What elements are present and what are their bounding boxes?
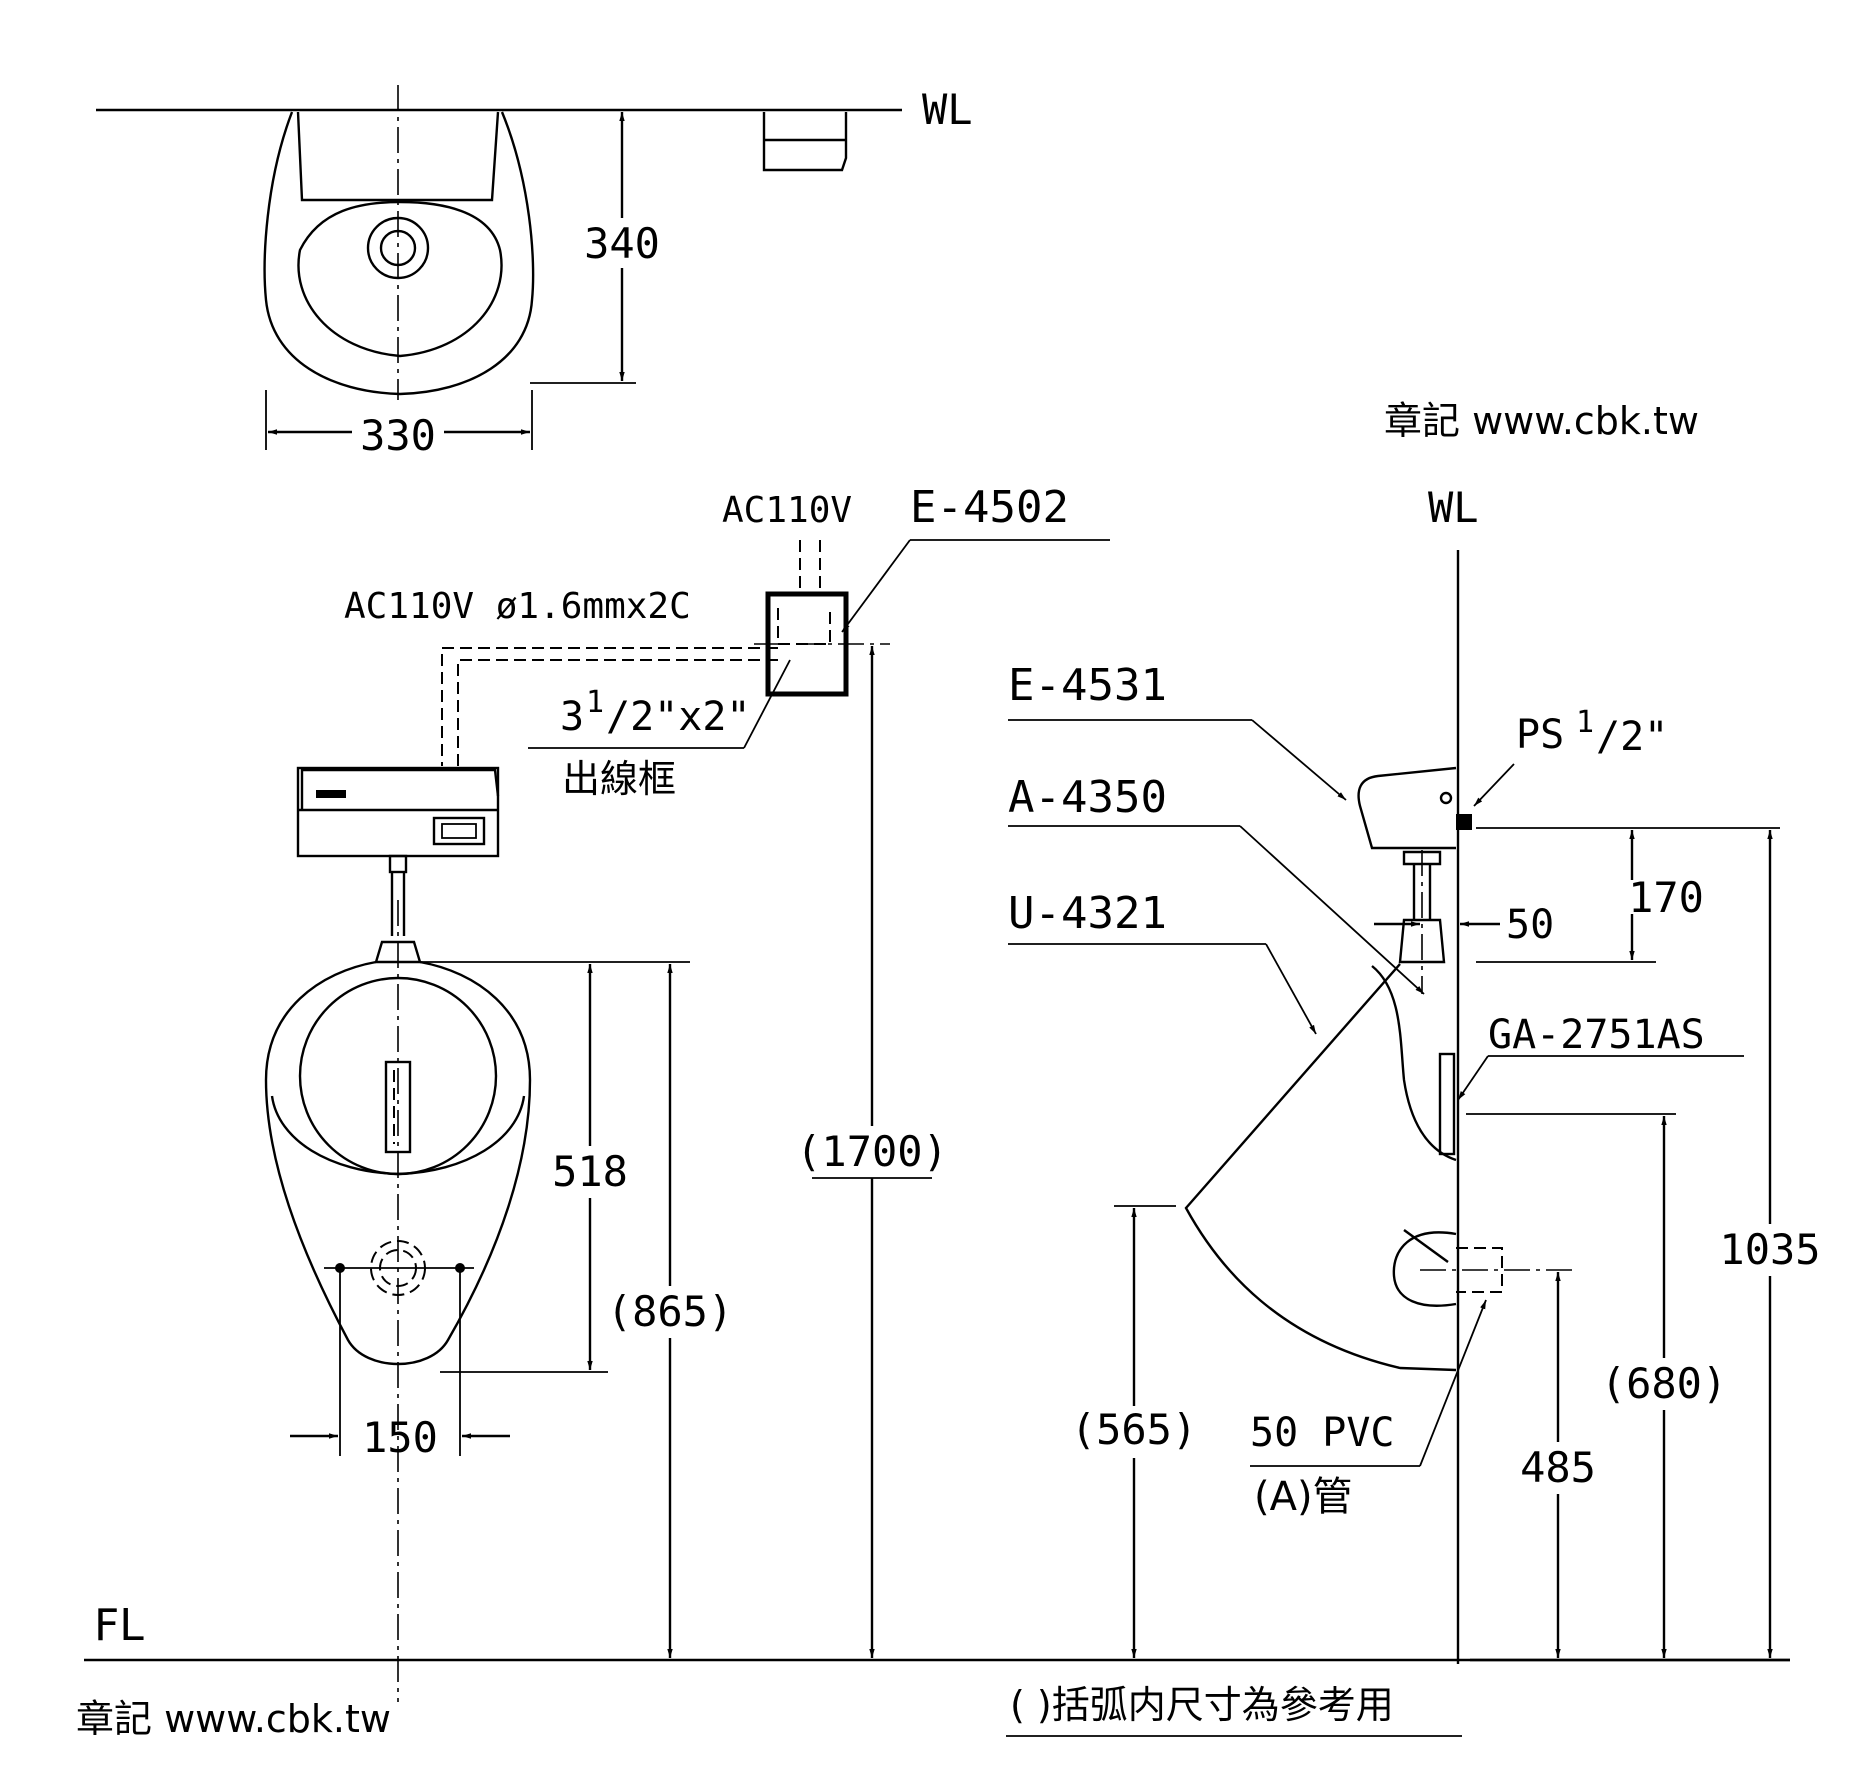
leader-pipe-thread — [1473, 763, 1515, 807]
box-size-rest: /2"x2" — [606, 694, 751, 740]
dim-valve-drop: 170 — [1628, 873, 1704, 922]
box-size-whole: 3 — [560, 694, 584, 740]
vacuum-breaker-side — [1398, 918, 1446, 964]
dim-bowl-height: 518 — [552, 1147, 628, 1196]
leader-urinal — [1265, 943, 1317, 1035]
flush-valve-box — [296, 766, 500, 858]
urinal-plan-outline — [263, 111, 535, 396]
dim-width-top: 330 — [360, 411, 436, 460]
dim-680-mask — [1598, 1358, 1730, 1410]
dim-height-sensor: (1700) — [796, 1127, 948, 1176]
valve-box-plan — [762, 112, 848, 172]
leader-box — [743, 659, 791, 749]
dim-865-mask — [608, 1286, 732, 1338]
note-reference: ( )括弧内尺寸為參考用 — [1010, 1683, 1394, 1727]
watermark-bottom: 章記 www.cbk.tw — [76, 1697, 391, 1741]
model-urinal: U-4321 — [1008, 888, 1167, 939]
side-elevation: WL E-4531 A-4350 U-4321 PS 1 /2" 50 — [1008, 483, 1832, 1664]
wall-line-label-top: WL — [922, 85, 973, 134]
dim-485-mask — [1506, 1442, 1610, 1494]
box-size-num: 1 — [586, 685, 604, 720]
leader-sensor — [841, 539, 911, 633]
dim-330-mask — [352, 410, 444, 456]
flush-pipe — [390, 872, 406, 936]
valve-side-nut — [1402, 850, 1442, 866]
flush-valve-window-inner — [441, 823, 477, 839]
drain-pipe-type: (A)管 — [1254, 1474, 1353, 1520]
dim-valve-offset: 50 — [1506, 902, 1554, 948]
conduit-outer — [441, 647, 778, 766]
ac-label-cable: AC110V ø1.6mmx2C — [344, 586, 691, 627]
flush-valve-logo — [316, 790, 346, 798]
flush-valve-side — [1357, 766, 1457, 850]
model-hanger: GA-2751AS — [1488, 1012, 1705, 1058]
front-elevation: AC110V E-4502 AC110V ø1.6mmx2C 3 1 /2"x2… — [264, 482, 1110, 1702]
urinal-side-drain — [1392, 1231, 1457, 1307]
dim-1035-mask — [1708, 1224, 1832, 1276]
model-vacuum-breaker: A-4350 — [1008, 772, 1167, 823]
drain-pipe-stub — [1456, 1247, 1503, 1293]
outlet-box-inner — [777, 608, 831, 645]
dim-front-rim: (565) — [1071, 1405, 1197, 1454]
dim-518-mask — [540, 1146, 640, 1198]
flush-pipe-side — [1412, 864, 1432, 920]
urinal-side-inner — [1371, 965, 1457, 1162]
outlet-box-label: 出線框 — [562, 757, 676, 801]
pipe-thread-num: 1 — [1576, 705, 1594, 740]
pipe-thread-rest: /2" — [1596, 714, 1668, 760]
valve-nut — [388, 854, 408, 874]
ac-label-upper: AC110V — [722, 490, 852, 531]
dim-565-mask — [1070, 1406, 1200, 1458]
dim-depth-top: 340 — [584, 219, 660, 268]
watermark-right: 章記 www.cbk.tw — [1384, 399, 1699, 443]
leader-flush-valve — [1251, 719, 1347, 801]
dim-hanger-height: (680) — [1601, 1359, 1727, 1408]
urinal-plan-bowl — [297, 200, 503, 358]
leader-drain — [1419, 1299, 1487, 1467]
dim-1700-mask — [796, 1126, 948, 1178]
plan-view: WL 340 330 — [96, 85, 973, 460]
floor-line-label: FL — [94, 1600, 144, 1651]
dim-rim-height: (865) — [607, 1287, 733, 1336]
leader-hanger — [1457, 1055, 1489, 1101]
model-sensor: E-4502 — [910, 482, 1069, 533]
dim-supply-height: 1035 — [1719, 1225, 1820, 1274]
flush-valve-box-top — [300, 768, 500, 810]
dim-340-mask — [578, 218, 666, 268]
leader-vacuum-breaker — [1239, 825, 1425, 995]
flush-valve-window-outer — [432, 816, 486, 846]
dim-drain-height: 485 — [1520, 1443, 1596, 1492]
supply-connection — [1456, 814, 1472, 830]
model-flush-valve: E-4531 — [1008, 660, 1167, 711]
wall-line-label-side: WL — [1428, 483, 1479, 532]
valve-side-knob — [1439, 791, 1453, 805]
dim-mount-spacing: 150 — [362, 1413, 438, 1462]
urinal-plan-back — [296, 111, 500, 202]
side-drain-detail — [1403, 1229, 1449, 1263]
pipe-thread-prefix: PS — [1516, 712, 1564, 758]
urinal-side-outline — [1184, 963, 1457, 1372]
drain-pipe: 50 PVC — [1250, 1410, 1395, 1456]
hanger-bracket — [1438, 1052, 1456, 1156]
